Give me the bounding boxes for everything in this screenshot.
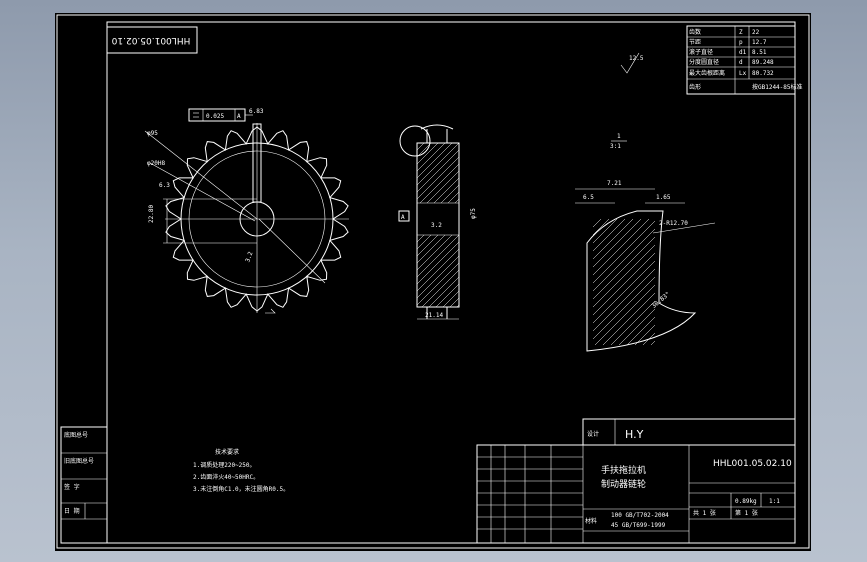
params-cell: 分度圆直径 (689, 58, 719, 66)
drawing-number: HHL001.05.02.10 (713, 459, 792, 469)
left-revision-strip: 底图总号 旧底图总号 签 字 日 期 (60, 426, 108, 544)
svg-text:45 GB/T699-1999: 45 GB/T699-1999 (611, 522, 666, 529)
svg-text:旧底图总号: 旧底图总号 (64, 457, 94, 465)
params-cell: d1 (739, 49, 747, 56)
params-cell: 80.732 (752, 70, 774, 77)
tooth-detail-view: 7.21 6.5 1.65 2-R12.70 30.83° (575, 180, 716, 352)
svg-text:日 期: 日 期 (64, 507, 80, 515)
dim-2280-label: 22.80 (148, 205, 155, 223)
params-cell: 齿形 (689, 83, 701, 91)
params-cell: 89.248 (752, 59, 774, 66)
svg-text:A: A (401, 214, 405, 221)
sprocket-front-view: φ95 φ20H8 6.3 22.80 3.2 0.025 A 6.83 (144, 108, 349, 314)
svg-text:A: A (237, 113, 241, 120)
params-cell: 8.51 (752, 49, 767, 56)
dia-hole-label: φ20H8 (147, 160, 165, 167)
params-cell: 最大齿根距离 (689, 69, 725, 77)
detail-scale-label: 1 3:1 (610, 133, 627, 150)
svg-text:30.83°: 30.83° (650, 291, 671, 310)
svg-text:3.未注倒角C1.0，未注圆角R0.5。: 3.未注倒角C1.0，未注圆角R0.5。 (193, 485, 289, 493)
svg-text:3:1: 3:1 (610, 143, 621, 150)
technical-requirements: 技术要求 1.调质处理220~250。 2.齿面淬火40~50HRC。 3.未注… (193, 448, 289, 493)
svg-text:φ75: φ75 (470, 208, 477, 219)
mirrored-drawing-number: HHL001.05.02.10 (111, 35, 190, 45)
svg-text:21.14: 21.14 (425, 312, 443, 319)
params-cell: 节距 (689, 38, 701, 46)
sheet-inner-border (106, 21, 796, 544)
params-cell: 滚子直径 (689, 48, 713, 56)
params-table: 齿数 Z 22 节距 p 12.7 滚子直径 d1 8.51 分度圆直径 d 89.248 最大齿根距离… (686, 25, 803, 95)
svg-text:签 字: 签 字 (64, 483, 80, 491)
mirrored-number-box: HHL001.05.02.10 (106, 26, 198, 54)
svg-text:技术要求: 技术要求 (215, 448, 239, 456)
params-cell: p (739, 39, 743, 46)
svg-text:设计: 设计 (587, 430, 599, 438)
params-cell: 12.7 (752, 39, 767, 46)
svg-text:6.83: 6.83 (249, 108, 264, 115)
part-name-1: 手扶拖拉机 (601, 464, 646, 476)
svg-text:1.65: 1.65 (656, 194, 671, 201)
svg-text:0.89kg: 0.89kg (735, 498, 757, 505)
params-cell: Z (739, 29, 743, 36)
svg-text:12.5: 12.5 (629, 55, 644, 62)
params-cell: Lx (739, 70, 747, 77)
svg-text:6.5: 6.5 (583, 194, 594, 201)
svg-text:3.2: 3.2 (431, 222, 442, 229)
roughness-symbol-global: 12.5 (620, 52, 644, 74)
part-name-2: 制动器链轮 (601, 478, 646, 490)
designer-name: H.Y (625, 428, 644, 441)
svg-text:0.025: 0.025 (206, 113, 224, 120)
title-block: 设计 H.Y 手扶拖拉机 制动器链轮 材料 100 GB/T702-2004 4… (476, 418, 796, 544)
params-cell: 22 (752, 29, 760, 36)
sheet-outer-border (56, 14, 810, 549)
dim-32-label: 3.2 (244, 250, 254, 263)
detail-circle (399, 125, 431, 157)
params-cell: d (739, 59, 743, 66)
svg-text:2.齿面淬火40~50HRC。: 2.齿面淬火40~50HRC。 (193, 473, 259, 481)
svg-text:共 1 张: 共 1 张 (693, 509, 716, 517)
params-cell: 按GB1244-85标准 (752, 83, 803, 91)
svg-text:7.21: 7.21 (607, 180, 622, 187)
dia-outer-label: φ95 (147, 130, 158, 137)
svg-text:第 1 张: 第 1 张 (735, 509, 758, 517)
svg-text:1: 1 (617, 133, 621, 140)
svg-text:底图总号: 底图总号 (64, 431, 88, 439)
svg-text:2-R12.70: 2-R12.70 (659, 220, 688, 227)
svg-text:1:1: 1:1 (769, 498, 780, 505)
svg-text:材料: 材料 (585, 517, 597, 525)
sprocket-side-view: A φ75 21.14 3.2 (398, 124, 477, 320)
flatness-frame: 0.025 A 6.83 (188, 108, 264, 122)
dim-63-label: 6.3 (159, 182, 170, 189)
svg-text:1.调质处理220~250。: 1.调质处理220~250。 (193, 461, 256, 469)
svg-text:100 GB/T702-2004: 100 GB/T702-2004 (611, 512, 669, 519)
params-cell: 齿数 (689, 28, 701, 36)
